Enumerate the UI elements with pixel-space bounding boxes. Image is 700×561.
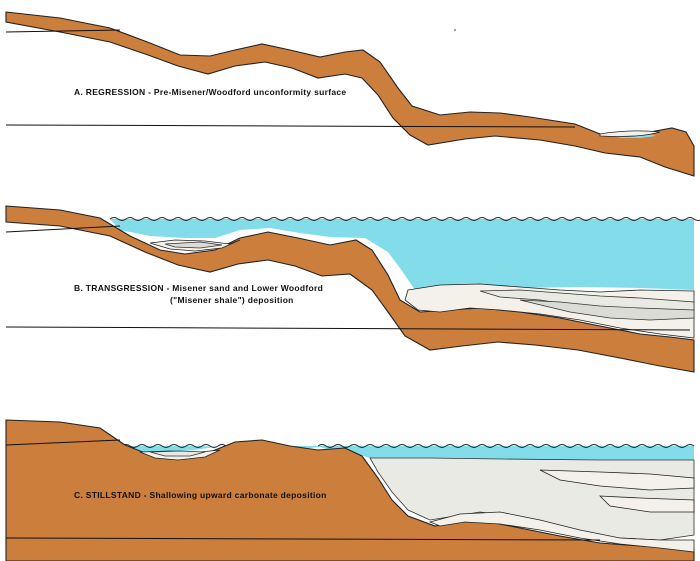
panel-b-datum-line — [5, 326, 691, 331]
panel-a-sand — [599, 130, 661, 137]
panel-c-sand-lens-middle — [598, 495, 695, 513]
panel-c-sand-lens-upper — [539, 469, 695, 491]
panel-a-upper-datum — [5, 29, 121, 33]
panel-c-title: C. STILLSTAND - Shallowing upward carbon… — [74, 490, 327, 500]
panel-c-basal-sand — [428, 511, 695, 553]
panel-c-wave-line-right — [317, 444, 695, 448]
panel-b-upper-datum — [5, 225, 121, 233]
panel-b-rock-layer — [5, 205, 695, 373]
panel-c-carbonate-pocket — [149, 450, 206, 457]
panel-c-stillstand: C. STILLSTAND - Shallowing upward carbon… — [5, 419, 695, 561]
panel-c-datum-line — [5, 537, 601, 541]
speck-mark — [454, 29, 456, 31]
panel-b-water — [110, 219, 694, 290]
panel-b-wave-line — [109, 217, 700, 221]
panel-c-water — [122, 446, 694, 460]
panel-b-title-line2: ("Misener shale") deposition — [170, 295, 294, 305]
panel-a-regression: A. REGRESSION - Pre-Misener/Woodford unc… — [5, 11, 695, 177]
panel-b-transgression: B. TRANSGRESSION - Misener sand and Lowe… — [5, 205, 700, 373]
panel-c-wave-line-left — [121, 444, 235, 448]
panel-a-rock-layer — [5, 11, 695, 177]
panel-a-datum-line — [5, 124, 576, 128]
panel-c-upper-datum — [5, 439, 121, 446]
panel-b-title-line1: B. TRANSGRESSION - Misener sand and Lowe… — [74, 283, 323, 293]
panel-b-shale-left — [164, 241, 223, 249]
panel-b-woodford-shale — [519, 299, 695, 321]
panel-a-title: A. REGRESSION - Pre-Misener/Woodford unc… — [74, 87, 346, 97]
